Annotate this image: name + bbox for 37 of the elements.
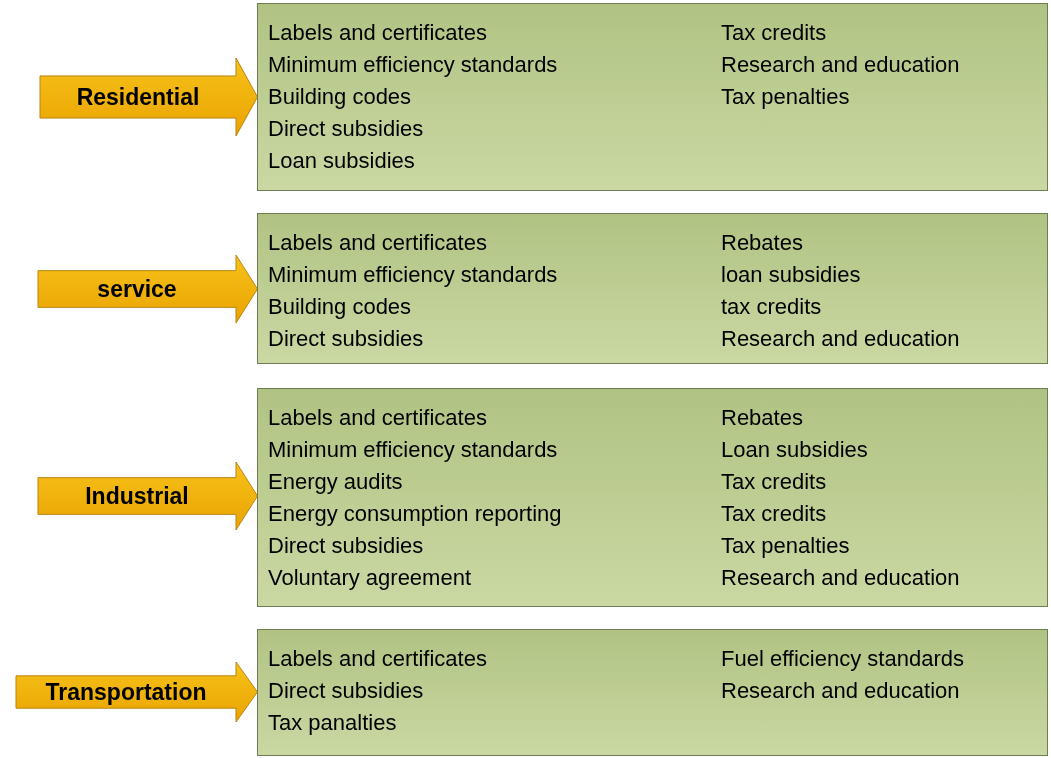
category-label: Industrial [84, 482, 190, 510]
policy-item: Rebates [721, 405, 803, 431]
policy-item: Labels and certificates [268, 230, 487, 256]
policy-item: Minimum efficiency standards [268, 262, 558, 288]
policy-item: Research and education [721, 565, 960, 591]
policy-item: Tax credits [721, 501, 827, 527]
policy-item: Energy consumption reporting [268, 501, 562, 527]
policy-item: Labels and certificates [268, 646, 487, 672]
policy-item: Energy audits [268, 469, 403, 495]
policy-item: Minimum efficiency standards [268, 437, 558, 463]
policy-item: loan subsidies [721, 262, 861, 288]
policy-item: Tax credits [721, 20, 827, 46]
policy-item: Labels and certificates [268, 20, 487, 46]
policy-item: Research and education [721, 326, 960, 352]
policy-item: tax credits [721, 294, 822, 320]
policy-item: Direct subsidies [268, 326, 424, 352]
policy-item: Rebates [721, 230, 803, 256]
policy-item: Tax credits [721, 469, 827, 495]
category-label: Transportation [44, 678, 208, 706]
policy-item: Labels and certificates [268, 405, 487, 431]
policy-item: Building codes [268, 294, 412, 320]
policy-item: Tax panalties [268, 710, 397, 736]
policy-item: Direct subsidies [268, 116, 424, 142]
policy-item: Minimum efficiency standards [268, 52, 558, 78]
policy-item: Research and education [721, 678, 960, 704]
category-label: Residential [75, 83, 201, 111]
policy-item: Loan subsidies [268, 148, 415, 174]
policy-item: Tax penalties [721, 84, 850, 110]
category-label: service [96, 275, 178, 303]
policy-item: Direct subsidies [268, 678, 424, 704]
policy-item: Loan subsidies [721, 437, 868, 463]
policy-item: Direct subsidies [268, 533, 424, 559]
policy-item: Research and education [721, 52, 960, 78]
policy-item: Building codes [268, 84, 412, 110]
policy-item: Tax penalties [721, 533, 850, 559]
policy-item: Fuel efficiency standards [721, 646, 964, 672]
policy-item: Voluntary agreement [268, 565, 472, 591]
